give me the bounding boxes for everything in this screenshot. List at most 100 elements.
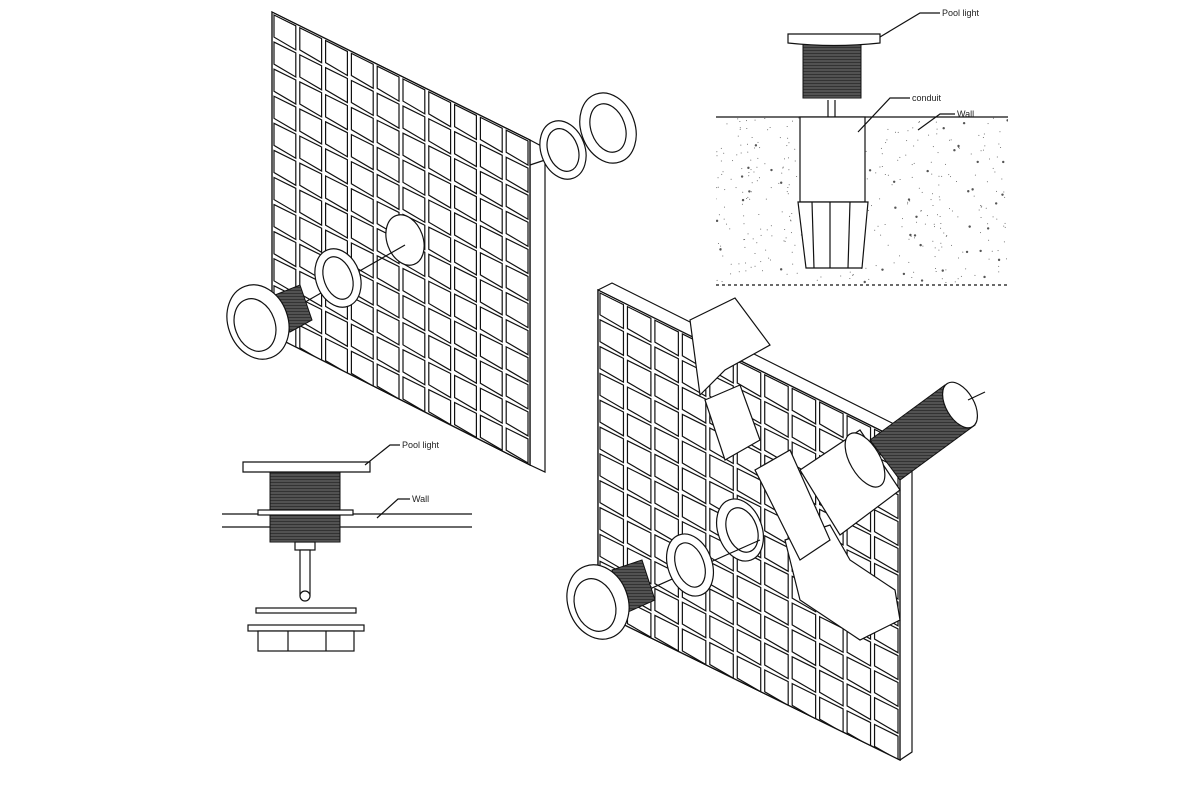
concrete-speckle [881,268,884,271]
tile [299,216,323,254]
tile [325,202,348,240]
concrete-speckle [717,243,719,245]
tile [299,135,323,173]
tile [376,254,400,292]
concrete-speckle [933,223,935,225]
concrete-speckle [764,117,766,119]
concrete-speckle [749,198,751,200]
tile [428,307,452,345]
concrete-speckle [751,137,753,139]
pool-light-assembly-left [226,92,637,360]
tile [402,78,426,115]
concrete-speckle [748,190,751,193]
concrete-speckle [779,268,783,271]
concrete-speckle [895,131,897,133]
concrete-speckle [792,263,794,265]
concrete-speckle [754,119,756,121]
concrete-speckle [849,271,851,273]
concrete-speckle [932,240,934,242]
concrete-speckle [907,130,909,132]
concrete-speckle [938,184,940,186]
concrete-speckle [747,166,750,170]
tile [505,237,529,275]
concrete-speckle [1003,191,1005,193]
concrete-speckle [740,175,744,178]
concrete-speckle [742,191,744,193]
concrete-speckle [905,154,907,156]
tile [428,90,452,128]
tile [709,453,734,492]
concrete-speckle [968,225,971,228]
concrete-speckle [743,239,745,241]
tile [273,95,297,133]
tile [454,157,477,195]
concrete-speckle [934,247,936,249]
tile [654,453,679,491]
concrete-speckle [885,142,887,144]
tile [599,372,625,411]
tile [350,160,374,198]
tile [479,251,503,289]
concrete-speckle [721,173,723,175]
concrete-speckle [1004,222,1006,224]
concrete-speckle [907,201,909,203]
concrete-speckle [788,142,790,144]
concrete-speckle [1006,119,1008,122]
concrete-speckle [787,137,789,139]
concrete-speckle [911,276,913,278]
concrete-speckle [941,246,943,248]
label-conduit: conduit [912,93,942,103]
concrete-speckle [994,171,996,173]
concrete-speckle [738,271,740,273]
concrete-speckle [984,145,986,147]
concrete-speckle [957,144,960,148]
concrete-speckle [739,127,741,129]
tile [325,93,348,131]
concrete-speckle [908,238,910,240]
concrete-speckle [967,190,970,193]
concrete-speckle [781,172,783,174]
concrete-speckle [887,174,889,176]
concrete-speckle [948,208,950,210]
tile [376,173,400,211]
tile [479,197,503,235]
tile [681,386,707,425]
tile [454,211,477,249]
tile [764,615,789,653]
tile [764,400,789,439]
concrete-speckle [997,258,1001,262]
concrete-speckle [791,212,793,214]
concrete-speckle [902,272,906,276]
concrete-speckle [917,139,919,141]
tile [299,80,323,118]
tile [350,296,374,334]
tile [505,345,529,383]
concrete-speckle [782,166,784,168]
concrete-speckle [928,134,930,136]
tile [764,561,789,600]
tile [273,41,297,79]
concrete-speckle [979,249,982,253]
tile [599,345,625,384]
concrete-speckle [970,153,972,155]
tile [505,427,529,465]
concrete-speckle [877,225,879,227]
tile [402,159,426,197]
tile [846,522,872,560]
concrete-speckle [934,256,936,258]
concrete-speckle [716,151,718,153]
tile [454,374,477,412]
concrete-speckle [746,197,748,199]
concrete-speckle [892,180,896,183]
tile [325,66,348,104]
concrete-speckle [1005,258,1007,260]
tile [428,199,452,237]
tile [376,146,400,184]
concrete-speckle [754,253,756,255]
tile [479,143,503,181]
concrete-speckle [954,281,956,283]
concrete-speckle [987,223,989,225]
concrete-speckle [945,282,947,284]
concrete-speckle [884,173,886,175]
tile [454,266,477,304]
